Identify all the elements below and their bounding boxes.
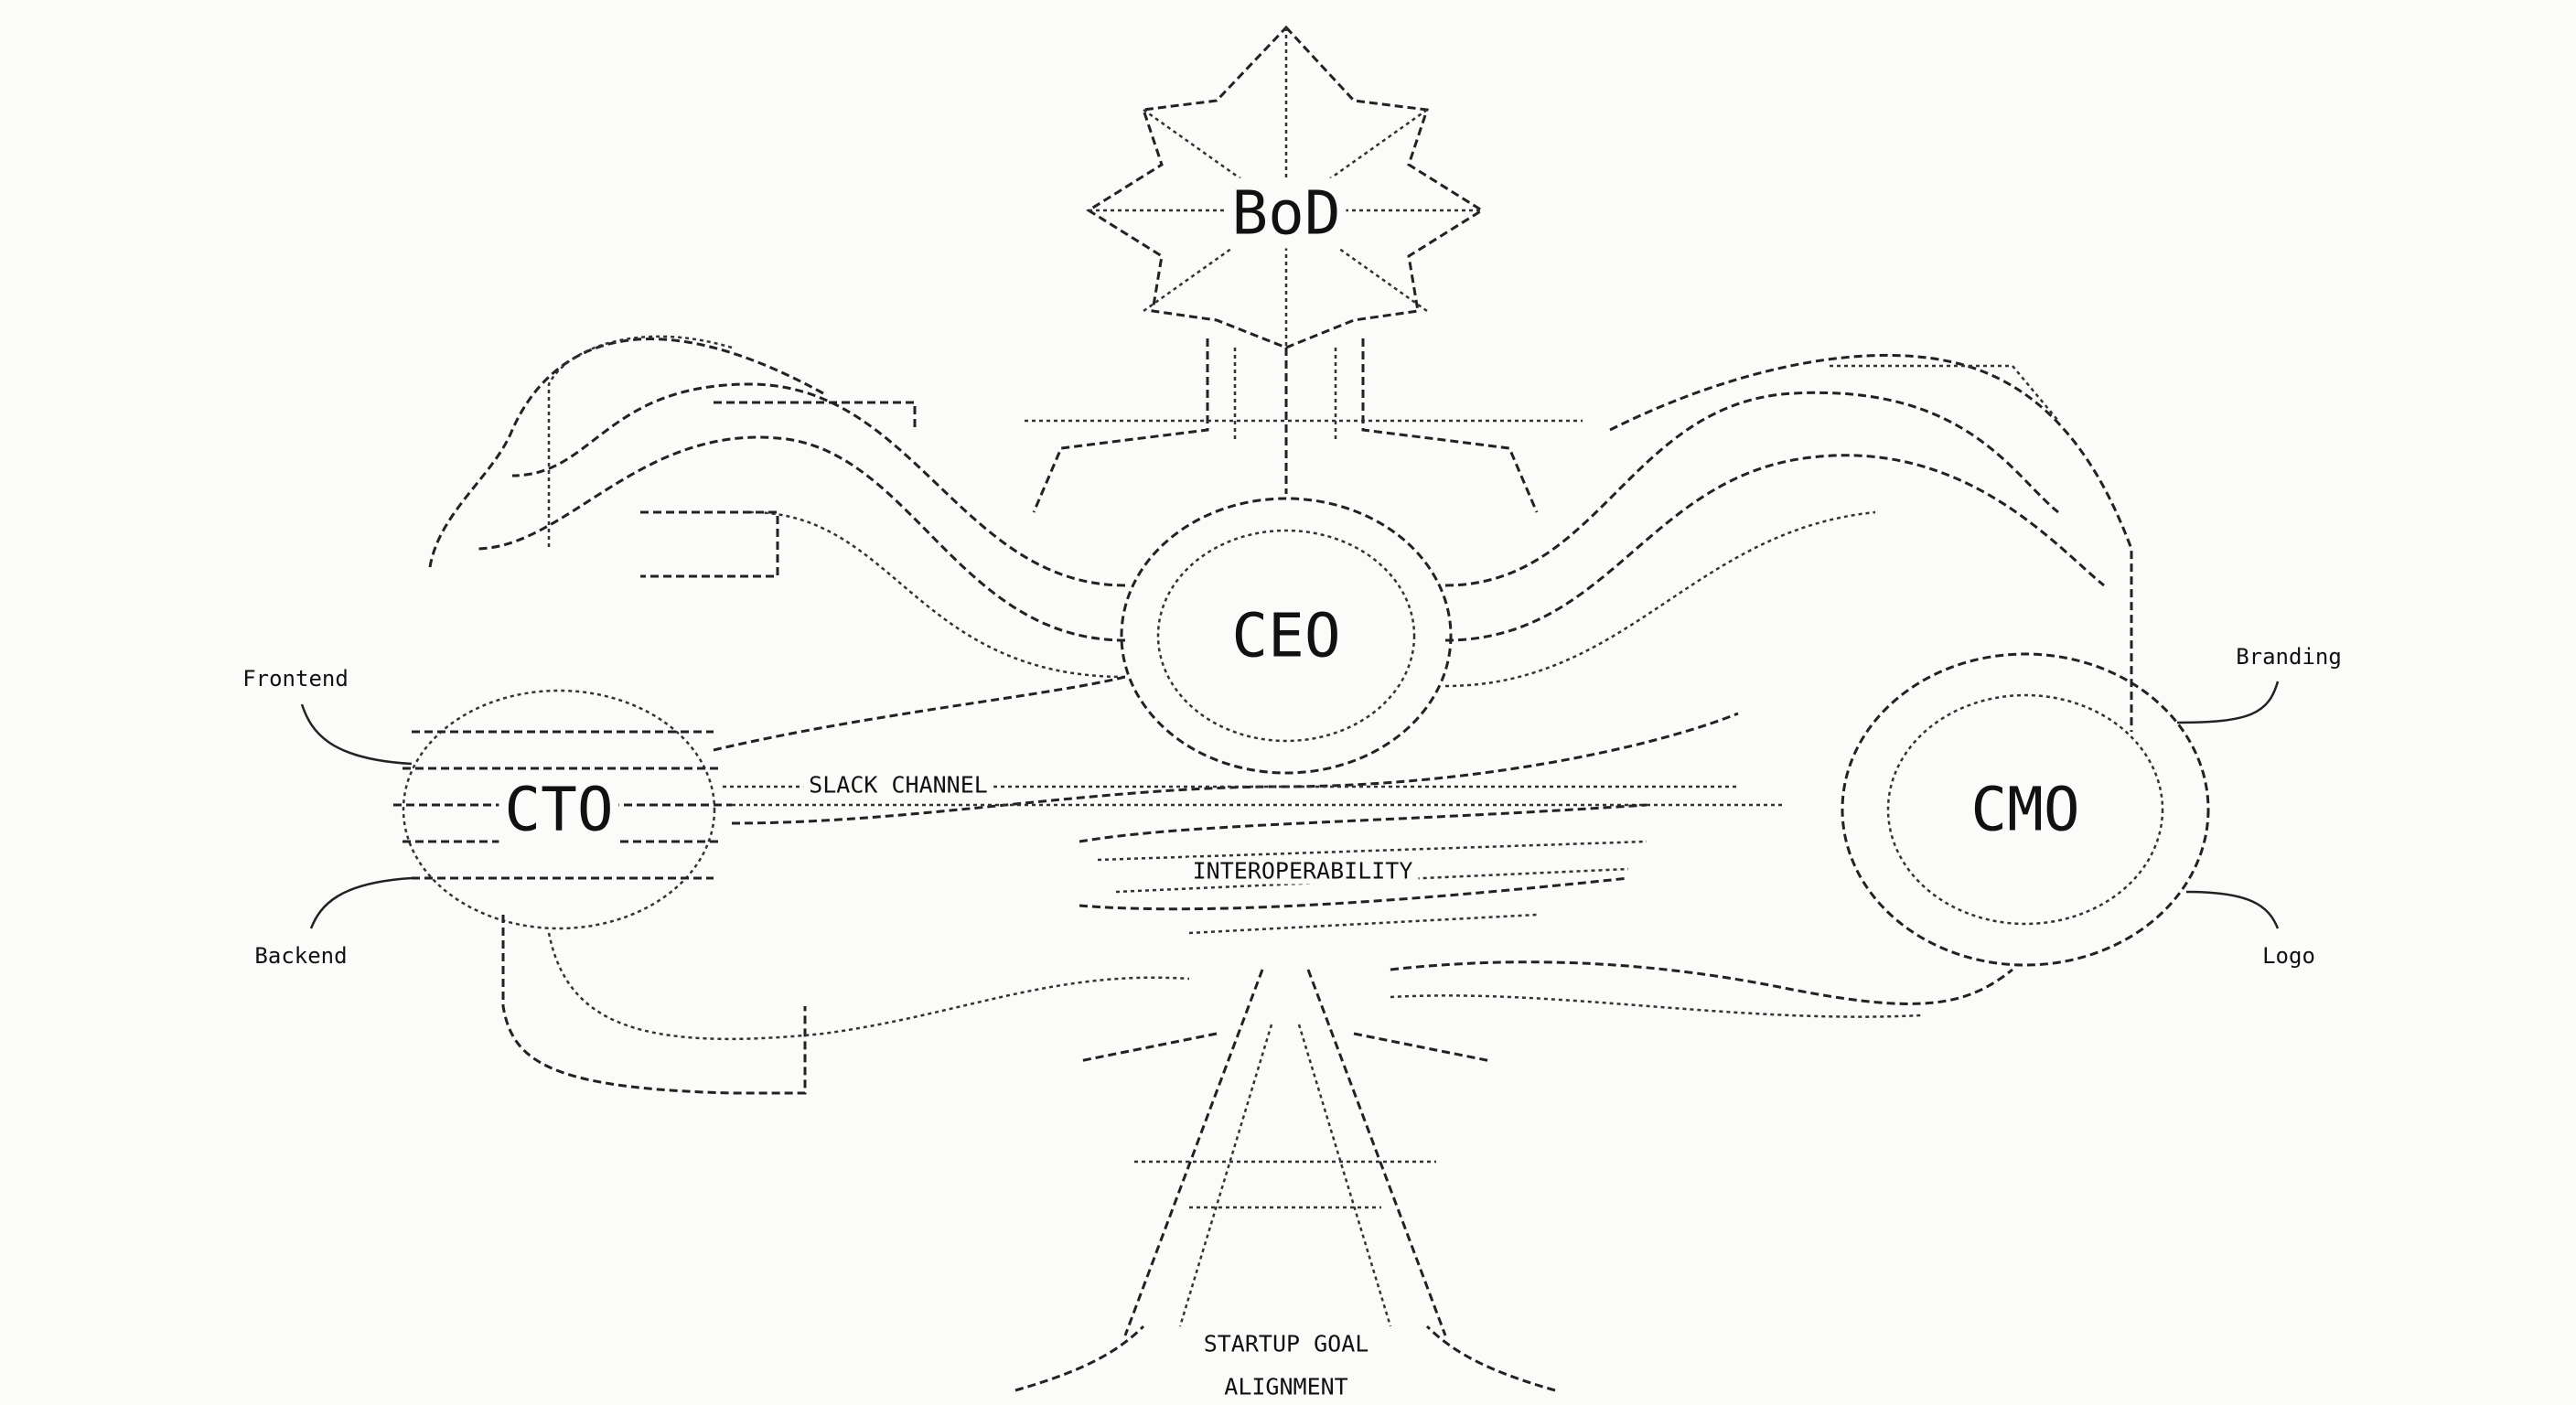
- tree-trunk: [1014, 969, 1556, 1392]
- logo-label: Logo: [2262, 943, 2315, 969]
- left-connectors: [428, 335, 1126, 679]
- ceo-label: CEO: [1226, 600, 1347, 671]
- slack-channel-label: SLACK CHANNEL: [803, 771, 993, 799]
- cto-label: CTO: [499, 774, 619, 845]
- cmo-shape: [1841, 652, 2210, 967]
- startup-goal-label: STARTUP GOAL: [1197, 1330, 1375, 1357]
- lower-connectors: [501, 915, 2013, 1095]
- interoperability-label: INTEROPERABILITY: [1186, 857, 1419, 885]
- ceo-shape: [1120, 497, 1453, 775]
- slack-channel-band: [713, 675, 1784, 825]
- cmo-label: CMO: [1965, 774, 2086, 845]
- right-connectors: [1444, 354, 2133, 732]
- backend-label: Backend: [254, 943, 348, 969]
- branch-tails: [300, 681, 2280, 929]
- frontend-label: Frontend: [242, 666, 349, 692]
- bod-ceo-link: [1025, 338, 1583, 513]
- branding-label: Branding: [2236, 644, 2342, 670]
- alignment-label: ALIGNMENT: [1218, 1373, 1354, 1400]
- bod-label: BoD: [1226, 177, 1347, 249]
